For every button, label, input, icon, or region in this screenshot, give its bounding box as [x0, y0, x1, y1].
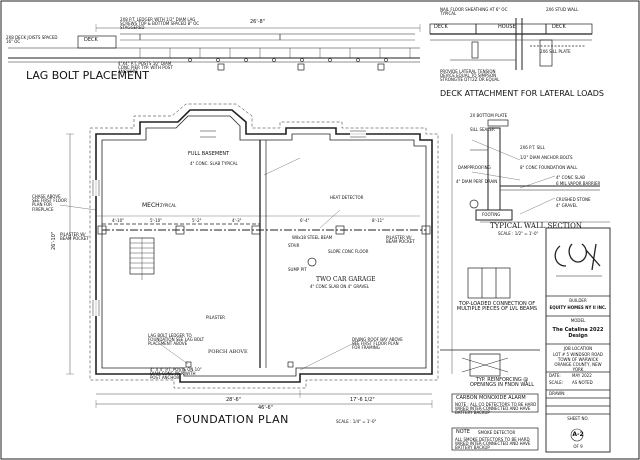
joist-note: 2X8 DECK JOISTS SPACED 16" OC — [6, 35, 58, 45]
tb-sheet: A-2 — [572, 431, 584, 438]
sump-label: SUMP PIT — [288, 267, 307, 272]
note2-title: NOTE — [456, 429, 470, 435]
tb-date: MAY 2022 — [572, 373, 592, 378]
tb-model: The Catalina 2022 Design — [552, 327, 604, 339]
dim-overall: 46'-6" — [258, 405, 274, 411]
lag-bolt-detail — [8, 33, 420, 71]
tb-sheet-of: OF 9 — [573, 444, 583, 449]
dim-row-item: 5'-10" — [150, 218, 163, 223]
ledger-note: 2X8 P.T. LEDGER WITH 1/2" DIAM LAG SCREW… — [120, 17, 200, 31]
deck-attachment-detail — [429, 18, 593, 70]
dim-row-item: 4'-10" — [112, 218, 125, 223]
dim-left: 26'-10" — [51, 231, 57, 250]
deck-label: DECK — [84, 37, 98, 43]
full-basement-label: FULL BASEMENT — [188, 151, 230, 157]
dim-row-item: 6'-4" — [300, 218, 310, 223]
house-label: HOUSE — [498, 24, 516, 30]
foundation-outline — [59, 24, 453, 408]
ws-note-4: DAMPPROOFING — [458, 165, 491, 170]
wall-section-scale: SCALE : 1/2" = 1'-0" — [498, 231, 539, 236]
note2-block: ALL SMOKE DETECTORS TO BE HARD WIRED INT… — [455, 437, 531, 451]
heat-detector-note: HEAT DETECTOR — [330, 195, 364, 200]
house-deck-label: DECK — [434, 24, 448, 30]
tb-scale-label: SCALE: — [549, 380, 564, 385]
floor-note: NAIL FLOOR SHEATHING AT 6" OC TYPICAL — [440, 7, 508, 17]
ws-note-6: CRUSHED STONE — [556, 197, 591, 202]
dim-top: 26'-8" — [250, 19, 266, 25]
tb-job-label: JOB LOCATION — [563, 346, 593, 351]
dim-bottom-left: 28'-6" — [226, 397, 242, 403]
dim-row-item: 8'-11" — [372, 218, 385, 223]
stair-label: STAIR — [288, 243, 300, 248]
ws-note-9: 4" CONC SLAB — [556, 175, 585, 180]
porch-label: PORCH ABOVE — [208, 349, 248, 355]
mech-label: MECH. — [142, 202, 162, 209]
reinforcing-note: TYP. REINFORCING @ OPENINGS IN FNDN WALL — [470, 377, 534, 389]
slope-note: SLOPE CONC FLOOR — [328, 249, 369, 254]
typical-label: TYPICAL — [160, 203, 177, 208]
deck-attach-title: DECK ATTACHMENT FOR LATERAL LOADS — [440, 89, 604, 98]
note2-detector: SMOKE DETECTOR — [478, 430, 516, 435]
garage-label: TWO CAR GARAGE — [316, 276, 376, 283]
deck-label-right: DECK — [552, 24, 566, 30]
tb-job: LOT # 5 WINDSOR ROAD TOWN OF WARWICK ORA… — [552, 352, 603, 372]
ws-note-3: 1/2" DIAM ANCHOR BOLTS — [520, 155, 573, 160]
ws-note-8: 8" CONC FOUNDATION WALL — [520, 165, 578, 170]
co-note: NOTE : ALL CO DETECTORS TO BE HARD WIRED… — [455, 402, 537, 416]
ws-note-1: SILL SEALER — [470, 127, 495, 132]
tension-note: PROVIDE LATERAL TENSION DEVICE EQUAL TO … — [440, 69, 500, 83]
top-loaded-note: TOP-LOADED CONNECTION OF MULTIPLE PIECES… — [456, 301, 538, 313]
tb-drawn-label: DRAWN: — [549, 391, 566, 396]
ws-note-2: 2X6 P.T. SILL — [520, 145, 545, 150]
title-block-frame — [545, 227, 611, 453]
wall-section-title: TYPICAL WALL SECTION — [490, 222, 583, 230]
post-pier-note: 4" X 4" P.T. POSTS ON 10" DIAM CONC PIER… — [150, 367, 202, 381]
tb-model-label: MODEL — [570, 318, 586, 323]
beam-detail-drawing — [440, 267, 540, 451]
plan-title: FOUNDATION PLAN — [176, 413, 289, 426]
sill-note: 2X6 SILL PLATE — [540, 49, 571, 54]
tb-date-label: DATE: — [549, 373, 561, 378]
ws-note-11: 4" GRAVEL — [556, 203, 578, 208]
lag-bolt-title: LAG BOLT PLACEMENT — [26, 69, 149, 82]
tb-sheet-label: SHEET NO. — [567, 416, 589, 421]
ws-note-7: FOOTING — [482, 212, 501, 217]
co-alarm-title: CARBON MONOXIDE ALARM — [456, 395, 526, 401]
steel-beam-note: W8x18 STEEL BEAM — [292, 235, 333, 240]
ledger-note: LAG BOLT LEDGER TO FOUNDATION SEE LAG BO… — [148, 333, 205, 347]
dim-bottom-right: 17'-6 1/2" — [350, 397, 375, 403]
sill-wall-note: 2X6 STUD WALL — [546, 7, 579, 12]
garage-slab-note: 4" CONC SLAB ON 4" GRAVEL — [310, 284, 370, 289]
post-note: 4"X4" P.T. POSTS 10" DIAM CONC PIER TYP.… — [118, 61, 173, 75]
dim-row-item: 5'-2" — [192, 218, 202, 223]
pilaster-left-note: PILASTER W/ BEAM POCKET — [60, 232, 89, 242]
pilaster-right-note: PILASTER W/ BEAM POCKET — [386, 235, 415, 245]
tb-builder-label: BUILDER — [569, 298, 587, 303]
ws-note-10: 6 MIL VAPOR BARRIER — [556, 181, 601, 186]
plan-scale: SCALE : 1/4" = 1'-0" — [336, 419, 377, 424]
wall-section-drawing — [469, 119, 610, 223]
ws-note-5: 4" DIAM PERF DRAIN — [456, 179, 498, 184]
tb-scale: AS NOTED — [572, 380, 593, 385]
bay-note: DIVING ROOF BAY ABOVE SEE FIRST FLOOR PL… — [352, 337, 403, 351]
slab-note: 4" CONC. SLAB TYPICAL — [190, 161, 238, 166]
pilaster-label: PILASTER — [206, 315, 225, 320]
ws-note-12: 2X BOTTOM PLATE — [470, 113, 508, 118]
dim-row-item: 4'-3" — [232, 218, 242, 223]
tb-builder: EQUITY HOMES NY II INC. — [549, 305, 607, 310]
chase-note: CHASE ABOVE SEE FIRST FLOOR PLAN FOR FIR… — [32, 194, 67, 212]
